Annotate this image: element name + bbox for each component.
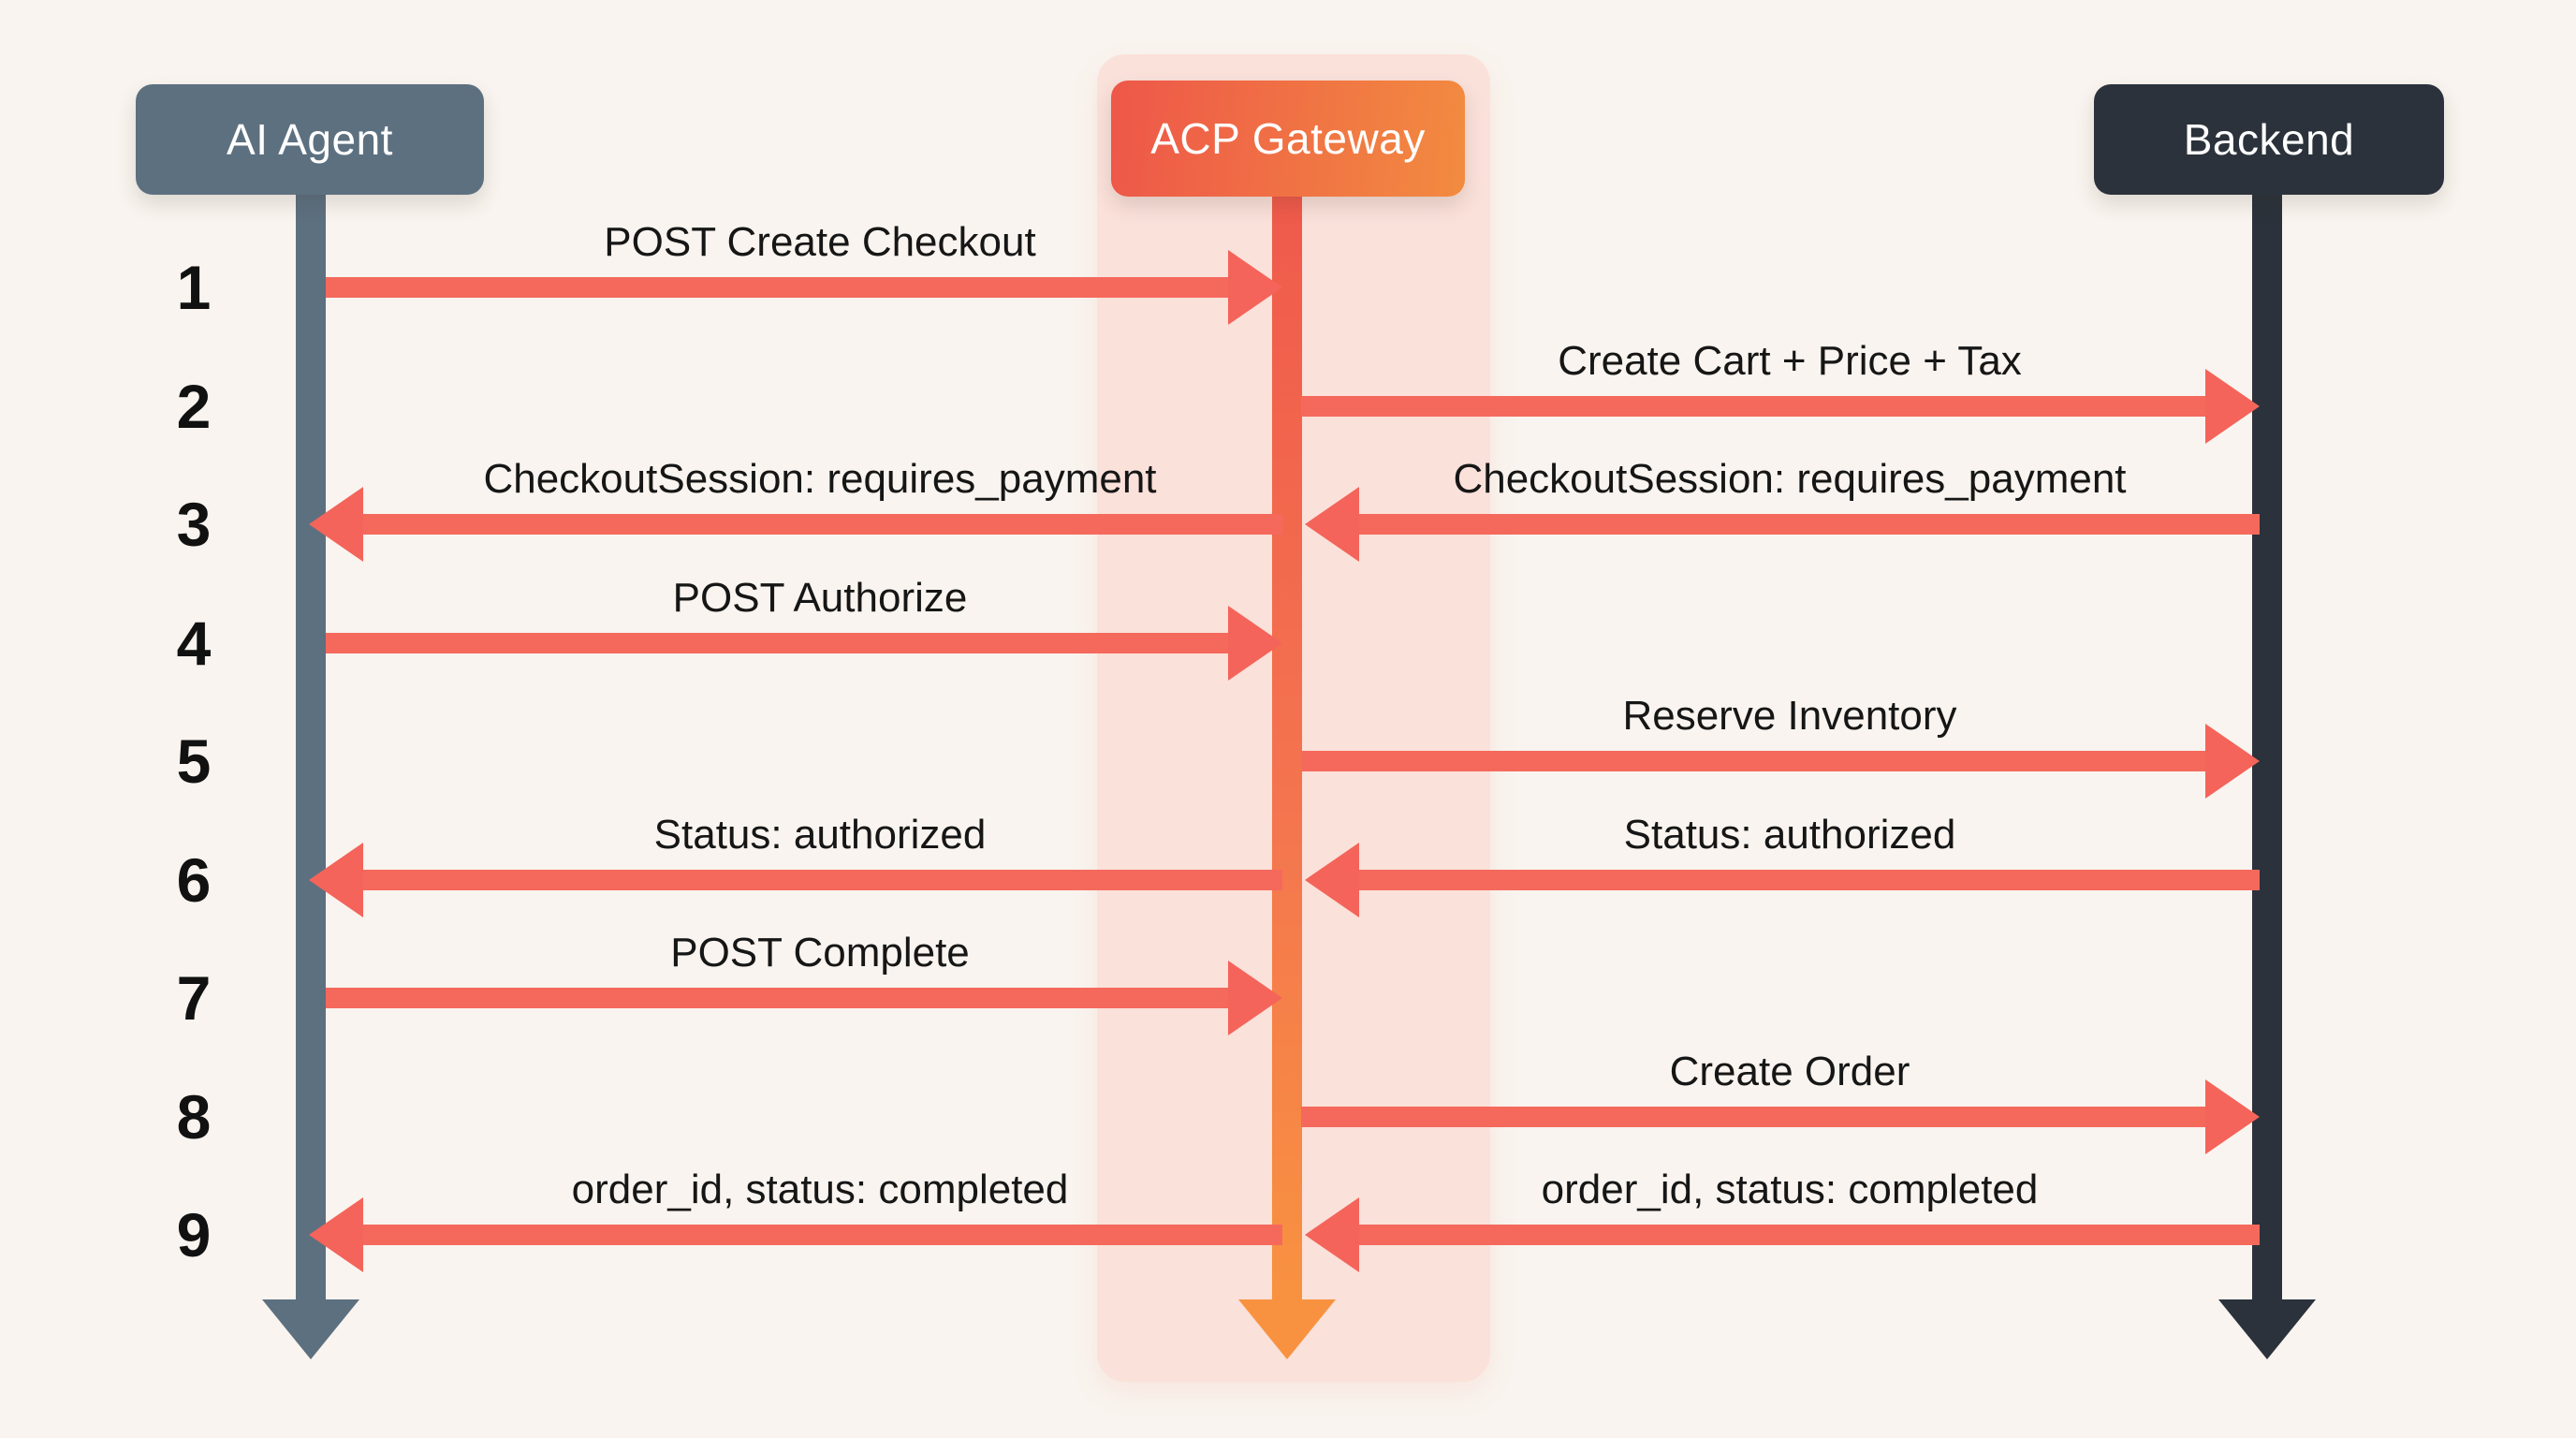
message-label: Status: authorized bbox=[653, 811, 987, 858]
step-number: 6 bbox=[176, 844, 212, 915]
message-label: POST Complete bbox=[670, 930, 970, 976]
arrow-left-icon bbox=[1305, 487, 1359, 562]
arrow-right-icon bbox=[2205, 368, 2260, 444]
actor-box-backend: Backend bbox=[2094, 84, 2444, 195]
message-label: POST Create Checkout bbox=[604, 219, 1036, 265]
step-number: 2 bbox=[176, 371, 212, 441]
step-number: 4 bbox=[176, 608, 212, 678]
actor-label: Backend bbox=[2183, 115, 2355, 164]
arrow-down-icon bbox=[1238, 1299, 1336, 1359]
arrow-left-icon bbox=[309, 487, 363, 562]
step-number: 9 bbox=[176, 1200, 212, 1269]
message-arrow-acp-gateway-to-ai-agent bbox=[309, 1197, 1282, 1272]
actor-box-ai-agent: AI Agent bbox=[136, 84, 484, 195]
message-label: Create Order bbox=[1669, 1048, 1910, 1094]
message-arrow-ai-agent-to-acp-gateway bbox=[326, 605, 1282, 681]
arrow-shaft bbox=[356, 1225, 1282, 1245]
message-label: order_id, status: completed bbox=[571, 1167, 1069, 1212]
arrow-right-icon bbox=[1228, 605, 1282, 681]
message-label: Status: authorized bbox=[1623, 811, 1956, 858]
message-label: POST Authorize bbox=[672, 574, 968, 621]
actor-box-acp-gateway: ACP Gateway bbox=[1111, 81, 1465, 197]
step-number: 3 bbox=[176, 490, 212, 559]
arrow-right-icon bbox=[1228, 250, 1282, 325]
arrow-down-icon bbox=[262, 1299, 359, 1359]
message-arrow-acp-gateway-to-backend bbox=[1301, 368, 2260, 444]
arrow-shaft bbox=[1352, 869, 2260, 890]
arrow-shaft bbox=[1301, 1106, 2213, 1127]
arrow-left-icon bbox=[309, 1197, 363, 1272]
arrow-left-icon bbox=[1305, 842, 1359, 917]
message-label: CheckoutSession: requires_payment bbox=[483, 456, 1157, 502]
message-arrow-ai-agent-to-acp-gateway bbox=[326, 961, 1282, 1035]
message-arrow-backend-to-acp-gateway bbox=[1305, 487, 2260, 562]
arrow-shaft bbox=[326, 277, 1236, 298]
step-number: 7 bbox=[176, 963, 212, 1033]
arrow-shaft bbox=[1301, 395, 2213, 417]
arrow-shaft bbox=[356, 869, 1282, 890]
message-arrow-backend-to-acp-gateway bbox=[1305, 842, 2260, 917]
arrow-shaft bbox=[356, 514, 1282, 535]
arrow-shaft bbox=[1352, 1225, 2260, 1245]
message-arrow-acp-gateway-to-backend bbox=[1301, 1078, 2260, 1154]
arrow-left-icon bbox=[309, 842, 363, 917]
message-arrow-ai-agent-to-acp-gateway bbox=[326, 250, 1282, 325]
message-arrow-backend-to-acp-gateway bbox=[1305, 1197, 2260, 1272]
message-arrow-acp-gateway-to-backend bbox=[1301, 724, 2260, 799]
arrow-right-icon bbox=[1228, 961, 1282, 1035]
message-label: Reserve Inventory bbox=[1622, 693, 1957, 739]
arrow-right-icon bbox=[2205, 1078, 2260, 1154]
arrow-shaft bbox=[1301, 751, 2213, 771]
arrow-shaft bbox=[326, 988, 1236, 1008]
lifeline-acp-gateway bbox=[1272, 193, 1302, 1301]
message-label: Create Cart + Price + Tax bbox=[1558, 337, 2022, 384]
step-number: 5 bbox=[176, 726, 212, 796]
step-number: 1 bbox=[176, 253, 212, 322]
message-label: order_id, status: completed bbox=[1541, 1167, 2039, 1212]
message-label: CheckoutSession: requires_payment bbox=[1453, 456, 2127, 502]
message-arrow-acp-gateway-to-ai-agent bbox=[309, 487, 1282, 562]
actor-label: ACP Gateway bbox=[1150, 114, 1426, 163]
arrow-shaft bbox=[1352, 514, 2260, 535]
arrow-shaft bbox=[326, 632, 1236, 653]
step-number: 8 bbox=[176, 1081, 212, 1152]
message-arrow-acp-gateway-to-ai-agent bbox=[309, 842, 1282, 917]
arrow-left-icon bbox=[1305, 1197, 1359, 1272]
actor-label: AI Agent bbox=[227, 115, 393, 164]
arrow-right-icon bbox=[2205, 724, 2260, 799]
arrow-down-icon bbox=[2218, 1299, 2316, 1359]
lifeline-ai-agent bbox=[296, 193, 326, 1301]
